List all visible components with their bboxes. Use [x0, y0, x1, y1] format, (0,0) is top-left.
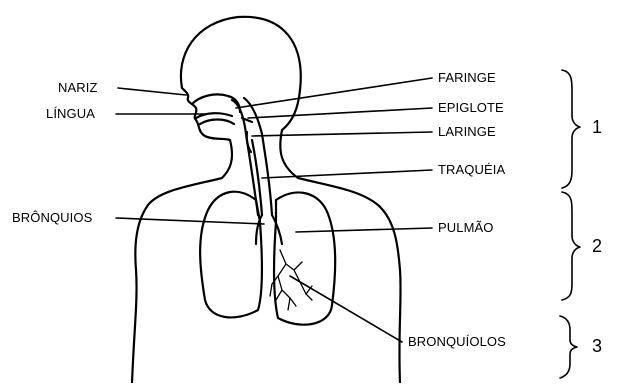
- leader-bronquiolos: [290, 276, 402, 342]
- nasal-cavity: [192, 94, 240, 112]
- leader-lines: [116, 78, 432, 342]
- leader-laringe: [252, 132, 432, 136]
- label-pulmao: PULMÃO: [438, 220, 494, 235]
- label-epiglote: EPIGLOTE: [438, 100, 504, 115]
- brace-3: [560, 316, 577, 378]
- face-profile: [132, 88, 232, 383]
- leader-epiglote: [248, 108, 432, 118]
- label-traqueia: TRAQUÉIA: [438, 162, 505, 177]
- label-bronquios: BRÔNQUIOS: [12, 210, 92, 225]
- braces: [560, 70, 580, 378]
- label-faringe: FARINGE: [438, 70, 496, 85]
- label-bronquiolos: BRONQUÍOLOS: [408, 334, 506, 349]
- tongue: [200, 120, 234, 125]
- label-nariz: NARIZ: [58, 80, 98, 95]
- leader-pulmao: [296, 228, 432, 232]
- leader-nariz: [118, 88, 186, 95]
- lung-left: [200, 192, 262, 318]
- group-number-3: 3: [592, 336, 602, 357]
- group-number-1: 1: [592, 117, 602, 138]
- label-laringe: LARINGE: [438, 124, 496, 139]
- brace-2: [562, 192, 580, 300]
- leader-faringe: [236, 78, 432, 108]
- label-lingua: LÍNGUA: [46, 106, 95, 121]
- leader-traqueia: [262, 170, 432, 178]
- leader-bronquios: [116, 218, 264, 224]
- brace-1: [562, 70, 580, 188]
- pharynx-wall-right: [244, 98, 272, 215]
- group-number-2: 2: [592, 236, 602, 257]
